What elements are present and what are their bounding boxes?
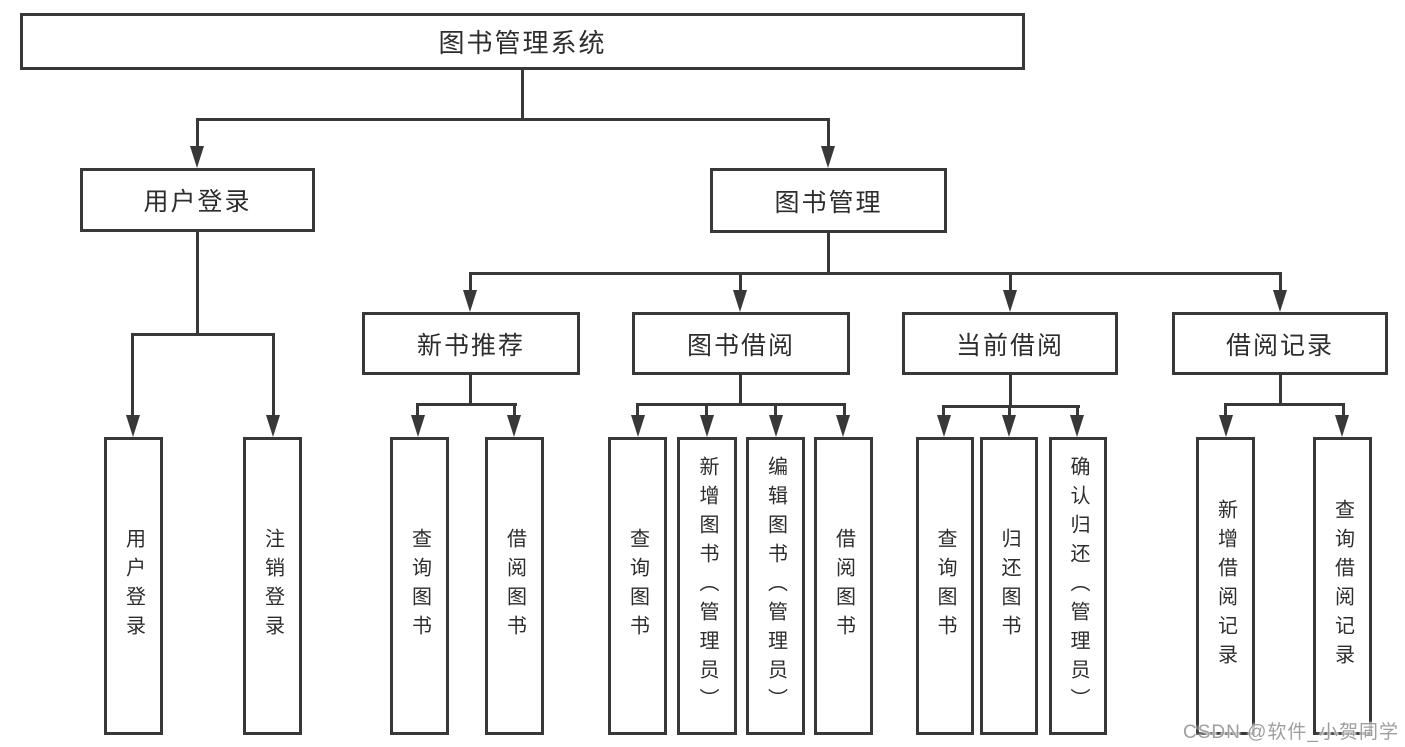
node-root: 图书管理系统 bbox=[20, 13, 1025, 70]
node-book-management: 图书管理 bbox=[710, 168, 947, 233]
connector-book-mgmt-split bbox=[469, 272, 1282, 275]
node-new-book-recommend: 新书推荐 bbox=[362, 312, 580, 375]
csdn-watermark: CSDN @软件_小贺同学 bbox=[1183, 722, 1399, 743]
arrowhead-borrow-record bbox=[1273, 290, 1287, 312]
connector-drop bbox=[513, 403, 516, 418]
arrowhead-leaf bbox=[507, 415, 521, 437]
leaf-edit-book-admin: 编辑图书（管理员） bbox=[746, 437, 805, 735]
connector-drop bbox=[774, 403, 777, 418]
arrowhead-new-book-recommend bbox=[463, 290, 477, 312]
connector-stem bbox=[469, 375, 472, 406]
leaf-add-borrow-record: 新增借阅记录 bbox=[1196, 437, 1255, 735]
node-borrow-record: 借阅记录 bbox=[1172, 312, 1388, 375]
arrowhead-book-management bbox=[821, 146, 835, 168]
connector-split bbox=[416, 403, 517, 406]
arrowhead-leaf bbox=[631, 415, 645, 437]
connector-user-login-stem bbox=[196, 232, 199, 336]
connector-drop bbox=[1008, 405, 1011, 418]
leaf-borrow-book-2: 借阅图书 bbox=[814, 437, 873, 735]
arrowhead-leaf bbox=[1335, 415, 1349, 437]
connector-drop bbox=[1076, 405, 1079, 418]
arrowhead-leaf bbox=[836, 415, 850, 437]
node-current-borrow: 当前借阅 bbox=[902, 312, 1118, 375]
arrowhead-leaf bbox=[937, 415, 951, 437]
connector-split bbox=[636, 403, 846, 406]
connector-drop bbox=[739, 272, 742, 292]
node-book-borrow: 图书借阅 bbox=[632, 312, 850, 375]
connector-drop bbox=[1279, 272, 1282, 292]
connector-root-split bbox=[196, 118, 830, 121]
connector-book-mgmt-stem bbox=[827, 233, 830, 275]
leaf-query-borrow-record: 查询借阅记录 bbox=[1313, 437, 1372, 735]
connector-split bbox=[942, 405, 1080, 408]
connector-stem bbox=[1009, 375, 1012, 408]
arrowhead-user-login bbox=[190, 146, 204, 168]
connector-root-right-drop bbox=[827, 118, 830, 150]
leaf-logout: 注销登录 bbox=[243, 437, 302, 735]
connector-stem bbox=[739, 375, 742, 406]
leaf-query-book-3: 查询图书 bbox=[916, 437, 974, 735]
connector-drop bbox=[1224, 403, 1227, 418]
leaf-query-book-2: 查询图书 bbox=[608, 437, 667, 735]
arrowhead-leaf bbox=[411, 415, 425, 437]
connector-drop bbox=[469, 272, 472, 292]
connector-split bbox=[1224, 403, 1345, 406]
arrowhead-leaf bbox=[700, 415, 714, 437]
arrowhead-leaf bbox=[1070, 415, 1084, 437]
connector-drop bbox=[272, 333, 275, 418]
connector-drop bbox=[1009, 272, 1012, 292]
connector-drop bbox=[705, 403, 708, 418]
leaf-user-login: 用户登录 bbox=[104, 437, 163, 735]
node-user-login: 用户登录 bbox=[80, 168, 315, 232]
arrowhead-leaf bbox=[769, 415, 783, 437]
leaf-confirm-return-admin: 确认归还（管理员） bbox=[1049, 437, 1107, 735]
leaf-query-book-1: 查询图书 bbox=[390, 437, 449, 735]
connector-drop bbox=[942, 405, 945, 418]
arrowhead-leaf bbox=[266, 415, 280, 437]
connector-drop bbox=[416, 403, 419, 418]
connector-root-left-drop bbox=[196, 118, 199, 150]
connector-drop bbox=[131, 333, 134, 418]
leaf-add-book-admin: 新增图书（管理员） bbox=[677, 437, 737, 735]
arrowhead-leaf bbox=[1002, 415, 1016, 437]
connector-drop bbox=[1342, 403, 1345, 418]
connector-user-login-split bbox=[131, 333, 275, 336]
arrowhead-leaf bbox=[1219, 415, 1233, 437]
connector-drop bbox=[636, 403, 639, 418]
arrowhead-book-borrow bbox=[733, 290, 747, 312]
connector-drop bbox=[843, 403, 846, 418]
connector-stem bbox=[1279, 375, 1282, 406]
leaf-borrow-book-1: 借阅图书 bbox=[485, 437, 544, 735]
arrowhead-leaf bbox=[126, 415, 140, 437]
leaf-return-book: 归还图书 bbox=[980, 437, 1038, 735]
connector-root-stem bbox=[521, 70, 524, 118]
arrowhead-current-borrow bbox=[1003, 290, 1017, 312]
